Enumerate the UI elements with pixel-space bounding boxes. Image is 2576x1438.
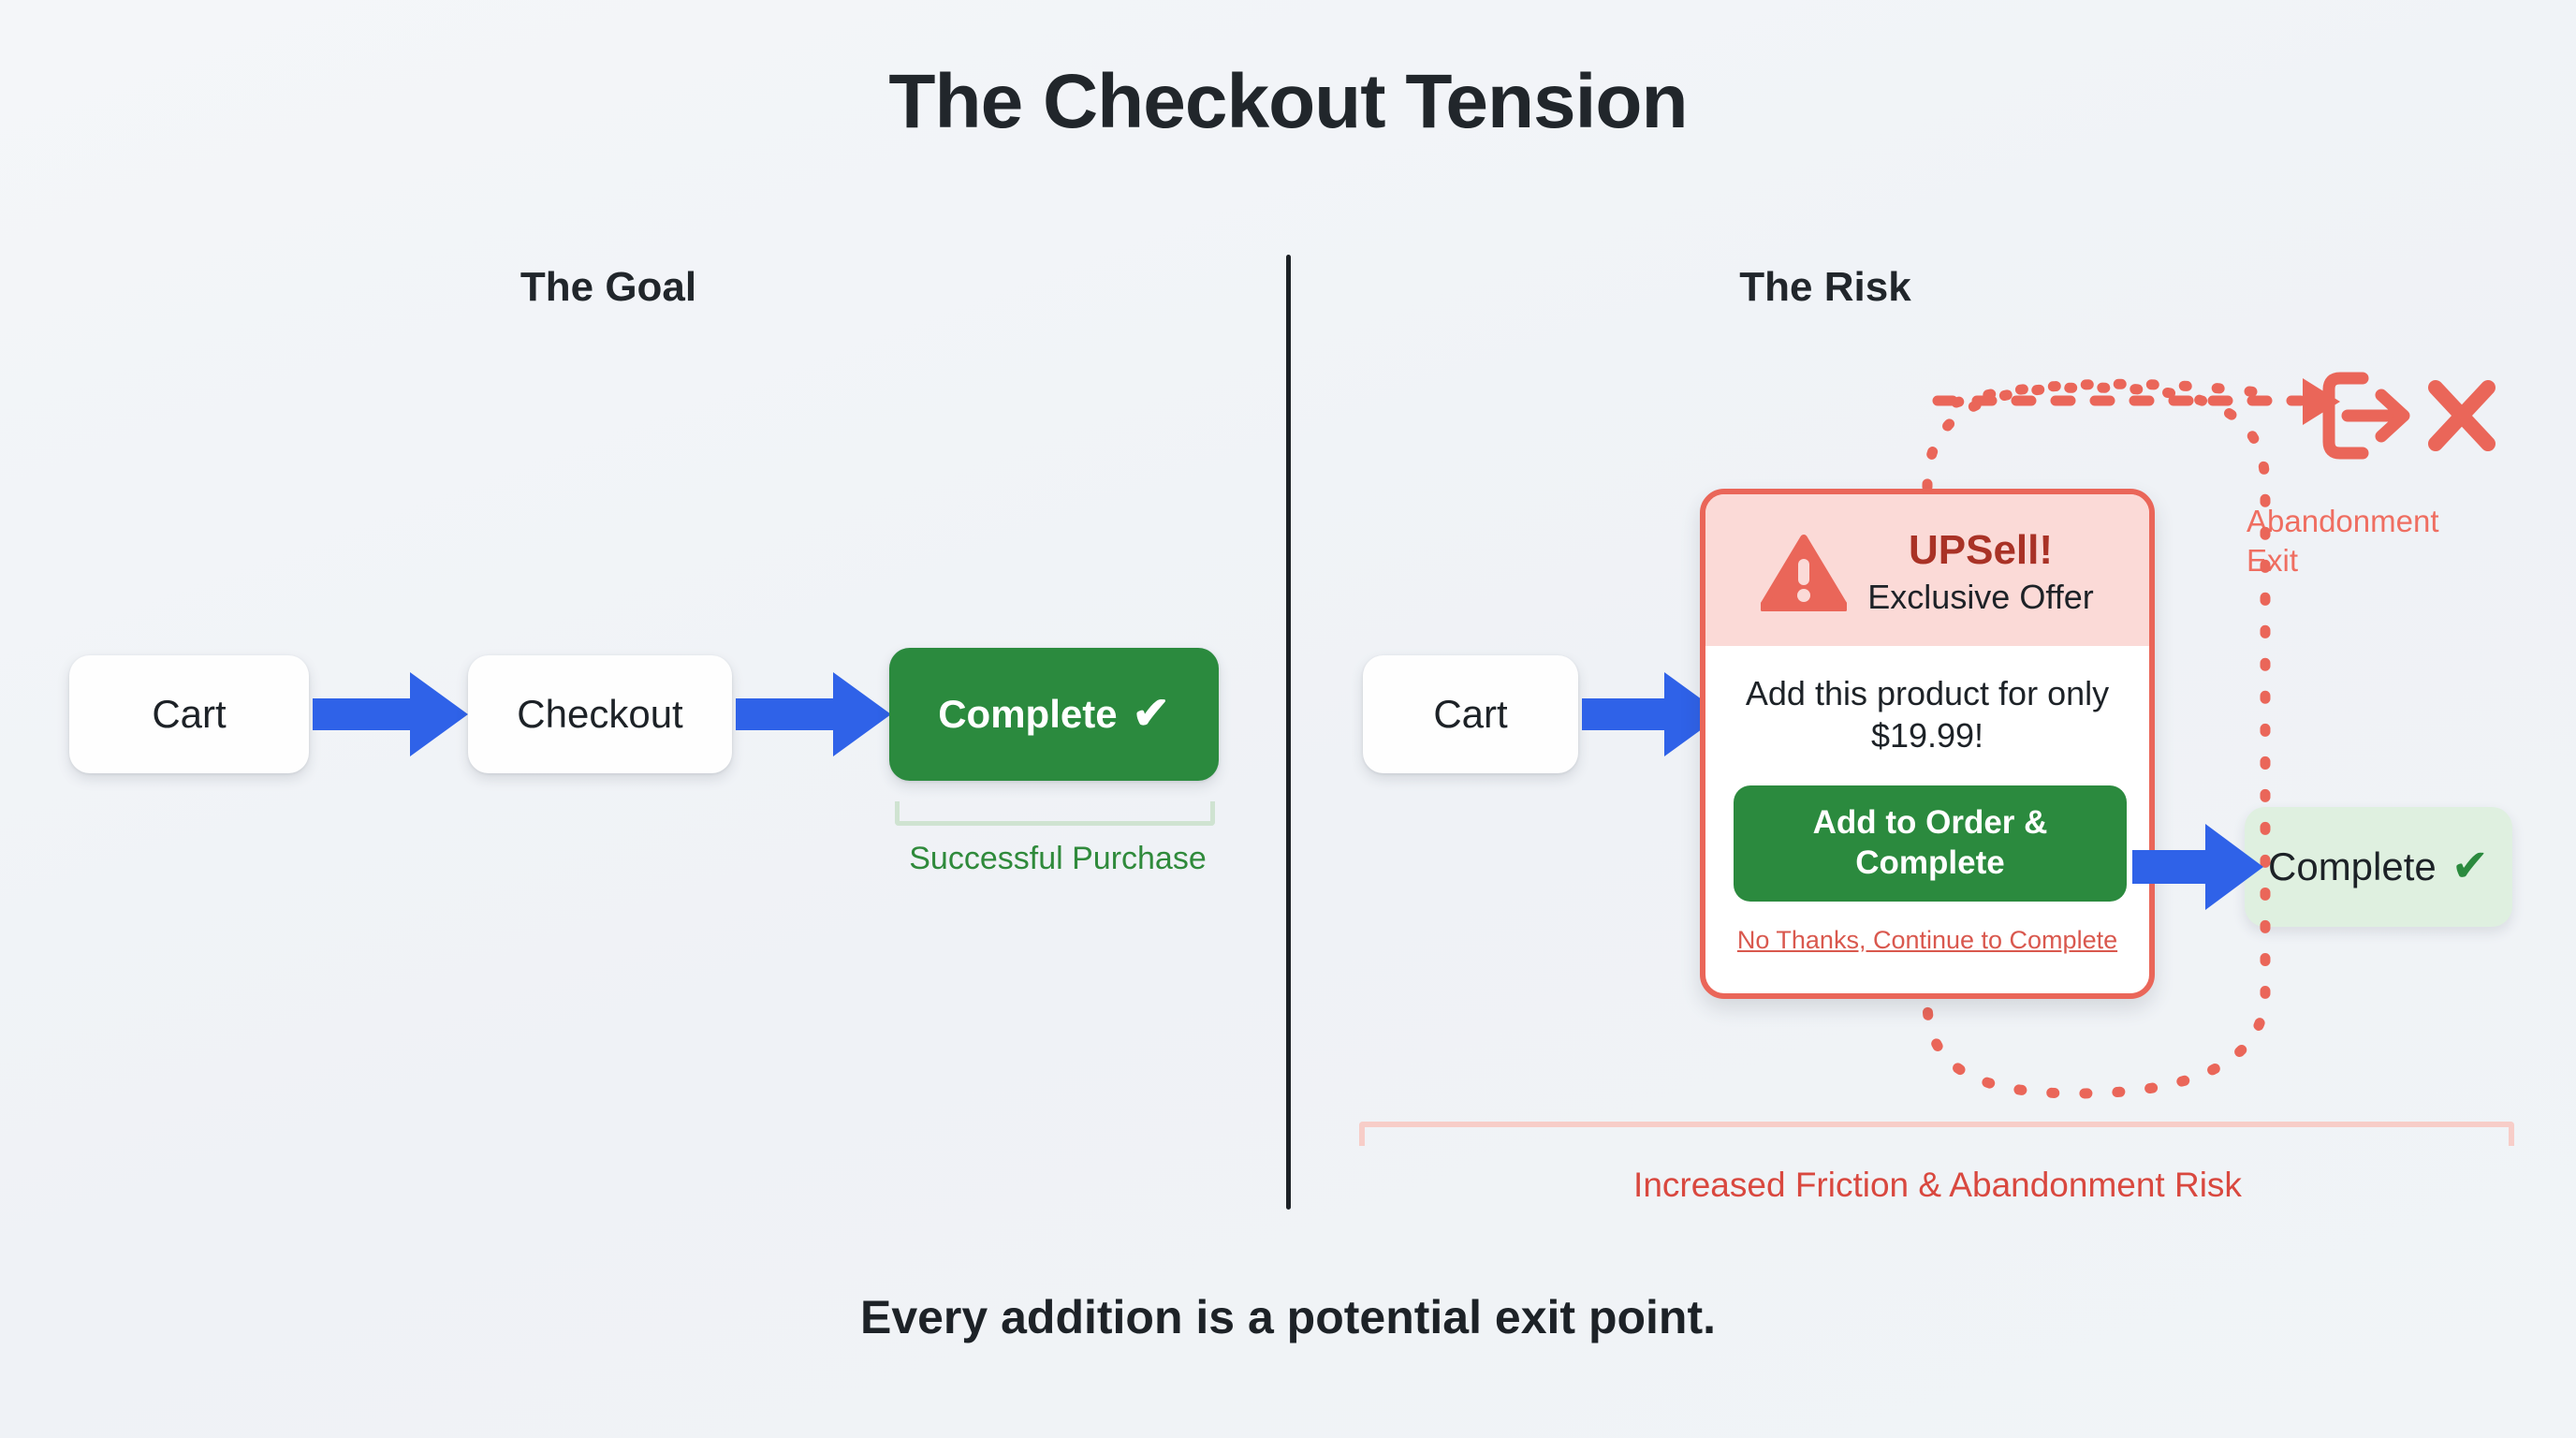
decline-upsell-link[interactable]: No Thanks, Continue to Complete (1736, 925, 2118, 954)
upsell-modal-header: UPSell! Exclusive Offer (1705, 494, 2149, 646)
risk-step-cart-label: Cart (1433, 692, 1508, 736)
footer-note: Every addition is a potential exit point… (859, 1291, 1717, 1343)
risk-column-header: The Risk (1739, 264, 1911, 310)
arrow-upsell-to-complete-icon (2132, 824, 2263, 910)
upsell-subtitle: Exclusive Offer (1867, 577, 2094, 616)
arrow-cart-to-upsell-icon (1582, 672, 1722, 756)
check-icon: ✔ (2451, 842, 2489, 891)
abandonment-exit-icons[interactable] (2320, 367, 2497, 464)
goal-column-header: The Goal (520, 264, 697, 310)
successful-purchase-caption: Successful Purchase (909, 841, 1207, 876)
abandonment-label-line-2: Exit (2247, 543, 2299, 579)
upsell-offer-text: Add this product for only $19.99! (1745, 674, 2110, 756)
column-divider (1286, 255, 1291, 1210)
goal-step-checkout-label: Checkout (517, 692, 683, 736)
logout-exit-icon (2322, 372, 2410, 460)
success-bracket (895, 801, 1215, 826)
goal-step-complete[interactable]: Complete ✔ (889, 648, 1219, 781)
risk-step-cart[interactable]: Cart (1363, 655, 1578, 773)
warning-triangle-icon (1761, 535, 1848, 611)
page-title: The Checkout Tension (888, 59, 1688, 144)
risk-step-complete-label: Complete (2268, 844, 2437, 888)
arrow-cart-to-checkout-icon (313, 672, 468, 756)
goal-step-complete-label: Complete (938, 692, 1118, 736)
abandonment-exit-label: Abandonment Exit (2247, 502, 2527, 580)
arrow-checkout-to-complete-icon (736, 672, 891, 756)
add-to-order-button[interactable]: Add to Order & Complete (1734, 785, 2127, 902)
check-icon: ✔ (1132, 689, 1170, 739)
risk-step-complete[interactable]: Complete ✔ (2245, 807, 2512, 927)
friction-bracket (1359, 1122, 2514, 1146)
increased-friction-caption: Increased Friction & Abandonment Risk (1633, 1166, 2242, 1204)
upsell-title: UPSell! (1908, 527, 2054, 574)
close-x-icon (2428, 380, 2496, 451)
abandonment-label-line-1: Abandonment (2247, 504, 2439, 538)
goal-step-checkout[interactable]: Checkout (468, 655, 732, 773)
upsell-modal[interactable]: UPSell! Exclusive Offer Add this product… (1700, 489, 2155, 999)
goal-step-cart[interactable]: Cart (69, 655, 309, 773)
goal-step-cart-label: Cart (152, 692, 227, 736)
